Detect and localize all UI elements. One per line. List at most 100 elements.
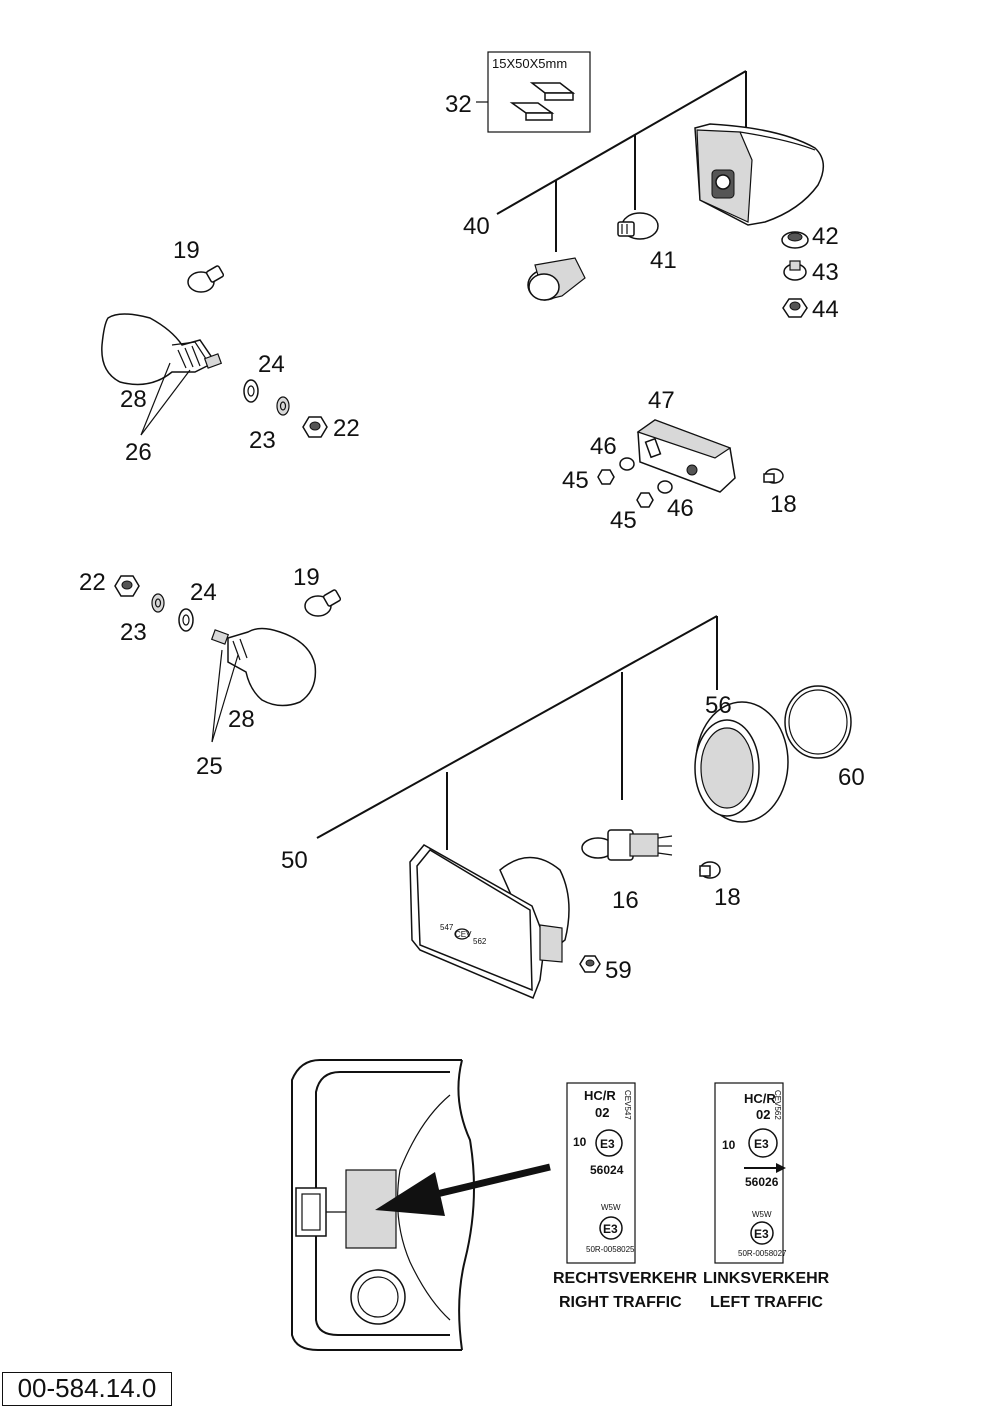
callout-19-upper: 19	[173, 237, 200, 264]
turn-signal-lens-lower	[210, 627, 317, 707]
plate-right-10: 10	[573, 1135, 587, 1149]
plate-right-approval: 56024	[590, 1163, 624, 1177]
plate-right-emark-2	[599, 1216, 623, 1240]
headlight-mark-right: 562	[473, 937, 487, 946]
plate-left-code: CEV562	[773, 1090, 782, 1120]
callout-45-lower: 45	[610, 507, 637, 534]
turn-signal-bulb-lower	[304, 589, 342, 617]
callout-16: 16	[612, 887, 639, 914]
foam-pad-box	[487, 51, 591, 133]
grommet	[781, 231, 809, 249]
callout-19-lower: 19	[293, 564, 320, 591]
turn-signal-lower: 22 19 24 23 28 25	[79, 564, 342, 780]
washer-46-lower	[657, 480, 673, 494]
plate-left-e3-2: E3	[754, 1227, 769, 1241]
plate-right-small-code: 50R-0058025	[586, 1245, 635, 1254]
caption-left-de: LINKSVERKEHR	[703, 1270, 830, 1287]
flange-nut	[782, 298, 808, 318]
plate-left-e3: E3	[754, 1137, 769, 1151]
lock-washer-upper	[276, 396, 290, 416]
leader-50	[316, 615, 718, 839]
callout-23-lower: 23	[120, 619, 147, 646]
document-number: 00-584.14.0	[2, 1372, 172, 1406]
callout-22-lower: 22	[79, 569, 106, 596]
tail-light-assembly: 15X50X5mm	[445, 51, 839, 323]
callout-40: 40	[463, 213, 490, 240]
callout-50: 50	[281, 847, 308, 874]
callout-43: 43	[812, 259, 839, 286]
plate-right-code: CEV547	[623, 1090, 632, 1120]
foam-pad-size-label: 15X50X5mm	[492, 56, 567, 71]
callout-32: 32	[445, 91, 472, 118]
callout-42: 42	[812, 223, 839, 250]
caption-left-en: LEFT TRAFFIC	[710, 1294, 823, 1311]
nut-45-upper	[597, 469, 615, 485]
nut-45-lower	[636, 492, 654, 508]
headlight-mark-center: CEV	[455, 930, 472, 939]
caption-right-de: RECHTSVERKEHR	[553, 1270, 697, 1287]
callout-60: 60	[838, 764, 865, 791]
headlight-assembly: 547 CEV 562 56 60 50 16 18 59	[281, 615, 865, 999]
lamp-socket	[527, 257, 586, 301]
foam-pad-2-side	[525, 112, 553, 121]
plate-left-emark-2	[750, 1221, 774, 1245]
nut-insert	[783, 260, 807, 281]
callout-28-lower: 28	[228, 706, 255, 733]
lock-washer-lower	[151, 593, 165, 613]
washer-46-upper	[619, 457, 635, 471]
callout-45-upper: 45	[562, 467, 589, 494]
foam-pad-2	[509, 102, 555, 114]
washer-lower	[178, 608, 194, 632]
callout-22-upper: 22	[333, 415, 360, 442]
callout-46-lower: 46	[667, 495, 694, 522]
plate-left-02: 02	[756, 1107, 770, 1122]
callout-46-upper: 46	[590, 433, 617, 460]
headlight-mark-left: 547	[440, 923, 454, 932]
callout-26: 26	[125, 439, 152, 466]
plate-left-10: 10	[722, 1138, 736, 1152]
tail-bulb	[617, 212, 659, 240]
callout-28-upper: 28	[120, 386, 147, 413]
sealing-ring	[784, 685, 852, 759]
headlight-rim	[694, 701, 789, 823]
callout-44: 44	[812, 296, 839, 323]
pointer-arrow	[375, 1163, 551, 1216]
screw	[579, 955, 601, 973]
h4-bulb	[581, 829, 673, 861]
tail-lamp-housing	[694, 123, 824, 226]
callout-56: 56	[705, 692, 732, 719]
license-plate-light: 47 46 45 18 45 46	[562, 387, 797, 534]
callout-18-upper: 18	[770, 491, 797, 518]
plate-left-w5w: W5W	[752, 1210, 772, 1219]
plate-right-hcr: HC/R	[584, 1088, 616, 1103]
plate-left-hcr: HC/R	[744, 1091, 776, 1106]
approval-plate-left: HC/R 02 CEV562 10 E3 56026 W5W E3 50R-00…	[714, 1082, 787, 1264]
detail-connector	[295, 1187, 327, 1237]
nut-upper	[302, 416, 328, 438]
plate-light-housing	[636, 419, 736, 493]
foam-pad-1-side	[544, 92, 574, 101]
callout-24-upper: 24	[258, 351, 285, 378]
callout-25: 25	[196, 753, 223, 780]
leader-40	[496, 70, 747, 215]
plate-left-approval: 56026	[745, 1175, 779, 1189]
callout-23-upper: 23	[249, 427, 276, 454]
callout-18-lower: 18	[714, 884, 741, 911]
detail-round-element	[350, 1269, 406, 1325]
nut-lower	[114, 575, 140, 597]
foam-pad-1	[529, 82, 576, 94]
caption-right-en: RIGHT TRAFFIC	[559, 1294, 682, 1311]
plate-right-e3: E3	[600, 1137, 615, 1151]
plate-right-02: 02	[595, 1105, 609, 1120]
parking-bulb	[699, 861, 721, 879]
plate-right-w5w: W5W	[601, 1203, 621, 1212]
turn-signal-bulb-upper	[187, 265, 225, 293]
headlight-housing: 547 CEV 562	[409, 844, 570, 999]
washer-upper	[243, 379, 259, 403]
plate-left-arrow	[744, 1163, 786, 1173]
turn-signal-upper: 19 24 28 22 23 26	[101, 237, 360, 466]
plate-left-small-code: 50R-0058027	[738, 1249, 787, 1258]
callout-59: 59	[605, 957, 632, 984]
headlight-detail-view: HC/R 02 CEV547 10 E3 56024 W5W E3 50R-00…	[291, 1059, 830, 1351]
